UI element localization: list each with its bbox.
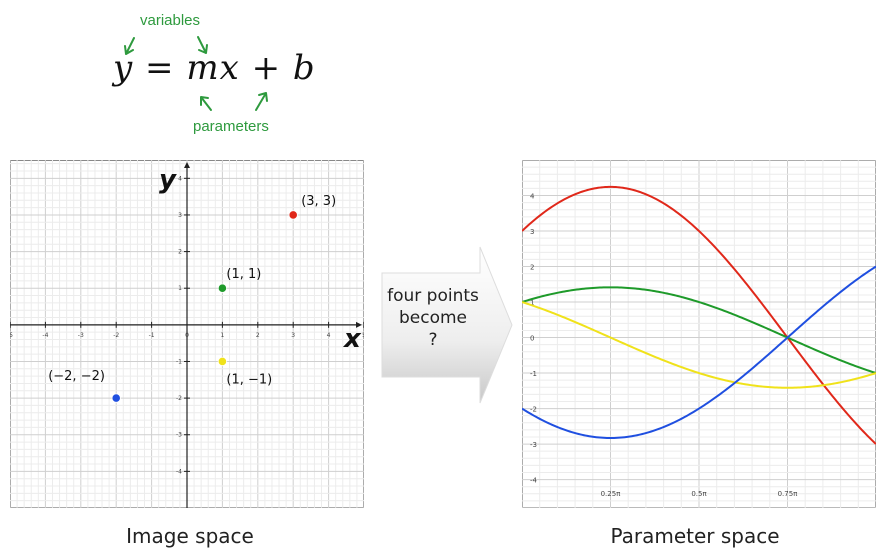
arrow-caption: four points become ?: [384, 285, 482, 351]
data-point: [217, 356, 227, 367]
arrow-parameters-left: [200, 96, 212, 111]
x-tick-label: -1: [149, 332, 155, 339]
y-axis-arrowhead: [184, 162, 190, 168]
parameter-space-chart: 4 3 2 1 0 -1 -2 -3 -4 0.25π 0.5π 0.75π: [522, 160, 876, 508]
image-space-caption: Image space: [126, 524, 254, 548]
y-tick-label: -1: [530, 370, 537, 378]
y-tick-label: -2: [176, 395, 182, 402]
eq-equals: =: [145, 48, 175, 88]
eq-m: m: [186, 48, 220, 88]
sinusoid-curve: [522, 185, 876, 445]
eq-y: y: [113, 48, 134, 88]
data-point: [288, 210, 298, 220]
eq-x: x: [219, 48, 240, 88]
parameters-label: parameters: [193, 118, 269, 135]
y-tick-label: 0: [530, 335, 534, 343]
x-tick-label: 0: [185, 332, 189, 339]
y-tick-label: 1: [530, 299, 534, 307]
grid: [522, 160, 876, 508]
point-label: (1, 1): [226, 267, 261, 282]
variables-label: variables: [140, 12, 201, 29]
y-tick-label: 2: [178, 249, 182, 256]
y-tick-label: 4: [530, 193, 535, 201]
arrow-line-3: ?: [428, 330, 438, 350]
parameter-space-caption: Parameter space: [610, 524, 780, 548]
x-tick-label: 0.75π: [778, 490, 799, 498]
x-tick-label: -5: [10, 332, 13, 339]
annotation-arrows: [124, 36, 268, 111]
data-point: [111, 393, 121, 403]
image-space-chart: -5 -4 -3 -2 -1 0 1 2 3 4 5 4 3 2 1 -1 -2 -3 -4 x y (3, 3) (1, …: [10, 160, 364, 508]
y-tick-label: 2: [530, 264, 534, 272]
arrow-variables-left: [124, 37, 135, 55]
y-tick-label: 1: [178, 285, 182, 292]
arrow-parameters-right: [255, 92, 268, 111]
y-tick-label: 4: [178, 175, 182, 182]
y-tick-label: 3: [530, 228, 534, 236]
eq-plus: +: [251, 48, 282, 88]
line-equation: y = mx + b: [113, 48, 316, 88]
x-tick-label: -2: [113, 332, 119, 339]
y-tick-label: -2: [530, 406, 537, 414]
x-tick-label: -4: [42, 332, 48, 339]
y-axis-label: y: [159, 165, 177, 195]
y-tick-label: -4: [176, 468, 182, 475]
transform-arrow: [381, 246, 513, 404]
x-tick-label: 4: [327, 332, 331, 339]
y-tick-label: -3: [530, 441, 537, 449]
arrow-variables-right: [197, 36, 208, 54]
x-tick-label: 0.5π: [691, 490, 707, 498]
y-tick-label: -3: [176, 432, 182, 439]
data-point: [217, 283, 227, 293]
x-tick-label: 0.25π: [601, 490, 622, 498]
x-axis-arrowhead: [356, 321, 362, 328]
y-tick-label: -1: [176, 358, 182, 365]
x-tick-label: 3: [291, 332, 295, 339]
sinusoid-curve: [522, 286, 876, 375]
x-tick-label: 2: [256, 332, 260, 339]
arrow-line-1: four points: [387, 286, 479, 306]
point-label: (−2, −2): [48, 369, 105, 384]
eq-b: b: [292, 48, 316, 88]
x-tick-label: -3: [78, 332, 84, 339]
y-tick-label: -4: [530, 477, 538, 485]
point-label: (3, 3): [301, 194, 336, 209]
point-label: (1, −1): [226, 372, 272, 387]
x-axis-label: x: [342, 324, 362, 354]
arrow-line-2: become: [398, 308, 468, 328]
sinusoid-curve: [522, 301, 876, 389]
x-tick-label: 5: [362, 332, 364, 339]
sinusoid-curve: [522, 265, 876, 439]
x-tick-label: 1: [220, 332, 224, 339]
y-tick-label: 3: [178, 212, 182, 219]
